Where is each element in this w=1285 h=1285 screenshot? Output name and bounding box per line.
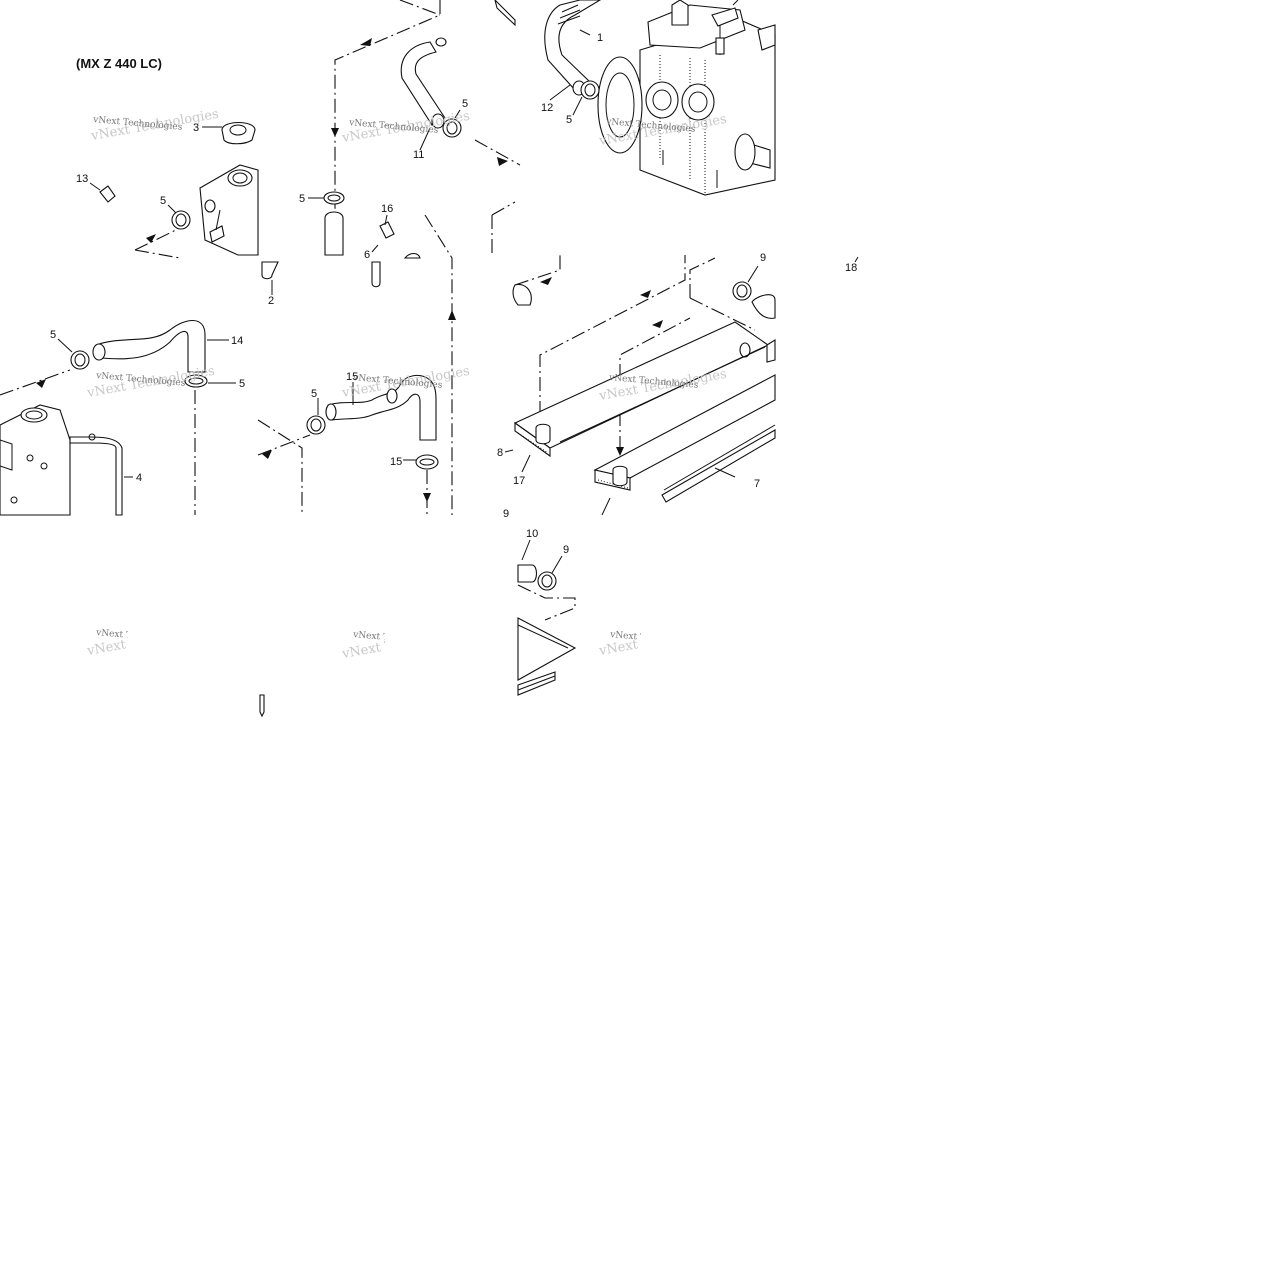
callout-15: 15 (390, 456, 402, 468)
heat-exchanger-lower (593, 374, 776, 491)
watermarks: vNext Technologies vNext Technologies vN… (85, 107, 728, 404)
callout-4: 4 (136, 472, 142, 484)
cap-13 (99, 185, 116, 203)
callout-5: 5 (239, 378, 245, 390)
callouts: 1 2 3 4 5 5 5 5 5 5 5 6 7 8 9 9 9 10 11 … (50, 32, 857, 556)
callout-10: 10 (526, 528, 538, 540)
callout-5: 5 (160, 195, 166, 207)
engine-block (597, 0, 776, 196)
clamp-5-reservoir (171, 210, 191, 230)
tube-6 (371, 261, 381, 288)
clamp-9-upper (732, 281, 752, 301)
heat-exchanger-partial (517, 617, 577, 696)
clamp-9-lower (537, 571, 557, 591)
callout-6: 6 (364, 249, 370, 261)
clamp-5-hose15 (306, 415, 326, 435)
callout-11: 11 (413, 149, 424, 161)
reservoir-cap (221, 121, 256, 145)
hose-stub-right (751, 294, 776, 319)
clamp-5-top (442, 118, 462, 138)
callout-5: 5 (50, 329, 56, 341)
callout-1: 1 (597, 32, 603, 44)
clamp-5-hose14 (184, 374, 208, 388)
callout-9: 9 (760, 252, 766, 264)
clamp-12 (580, 80, 600, 100)
callout-5: 5 (299, 193, 305, 205)
callout-5: 5 (462, 98, 468, 110)
callout-5: 5 (311, 388, 317, 400)
callout-16: 16 (381, 203, 393, 215)
gasket-flange (512, 283, 532, 306)
leader-lines (57, 29, 859, 574)
callout-3: 3 (193, 122, 199, 134)
hose-vertical-mid (324, 211, 344, 256)
hose-14 (92, 319, 206, 373)
callout-9: 9 (503, 508, 509, 520)
coolant-flow-lines (0, 0, 756, 641)
callout-14: 14 (231, 335, 243, 347)
callout-13: 13 (76, 173, 88, 185)
callout-2: 2 (268, 295, 274, 307)
callout-9: 9 (563, 544, 569, 556)
hose-10 (517, 564, 538, 583)
callout-15: 15 (346, 371, 358, 383)
hose-11 (400, 37, 447, 129)
clamp-15 (415, 454, 439, 470)
callout-17: 17 (513, 475, 525, 487)
clamp-5-left (70, 350, 90, 370)
hose-2 (261, 261, 279, 280)
watermark-ghost: vNext Technologies (85, 622, 216, 659)
callout-12: 12 (541, 102, 553, 114)
coolant-tank-4 (0, 404, 123, 516)
fitting-small (403, 252, 421, 259)
clamp-5-mid (323, 191, 345, 205)
hose-1 (544, 0, 602, 96)
callout-5: 5 (566, 114, 572, 126)
heat-exchanger-upper (513, 321, 770, 458)
diagram-title: (MX Z 440 LC) (76, 56, 162, 71)
fitting-right (766, 339, 776, 363)
bleed-valve-16 (379, 221, 395, 239)
callout-18: 18 (845, 262, 857, 274)
hose-15 (325, 374, 437, 441)
rail-7 (661, 424, 776, 503)
callout-7: 7 (754, 478, 760, 490)
callout-8: 8 (497, 447, 503, 459)
small-screw (259, 694, 265, 718)
hose-top-left (494, 0, 516, 27)
watermarks-clipped: vNext Technologies vNext Technologies vN… (85, 622, 641, 662)
coolant-reservoir-upper (199, 164, 259, 256)
